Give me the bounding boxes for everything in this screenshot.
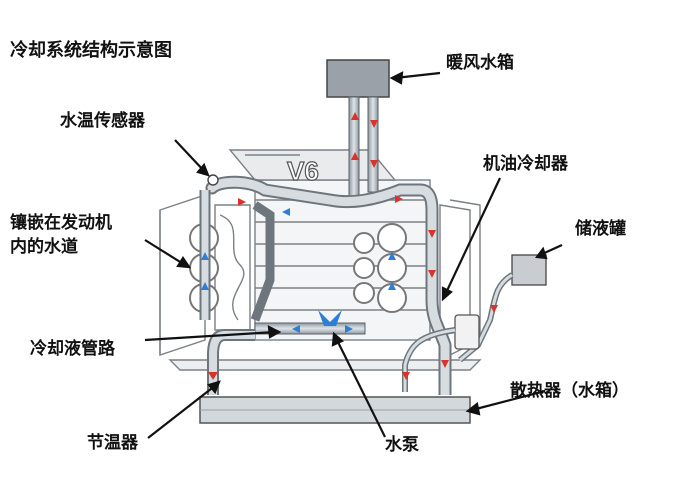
heater-pipe-left — [348, 96, 360, 208]
label-heater-core: 暖风水箱 — [446, 53, 514, 73]
oil-cooler-box — [454, 314, 480, 350]
label-block-passage-1: 镶嵌在发动机 — [10, 213, 112, 233]
label-reservoir: 储液罐 — [575, 219, 626, 239]
engine-badge-v6: V6 — [287, 156, 319, 186]
diagram-title: 冷却系统结构示意图 — [10, 40, 172, 61]
coolant-manifold — [254, 322, 366, 335]
cylinders-right — [353, 223, 407, 313]
water-pump — [318, 310, 342, 326]
flow-arrows-cool — [201, 208, 396, 333]
label-water-pump: 水泵 — [385, 435, 419, 455]
label-radiator: 散热器（水箱） — [510, 381, 629, 401]
reservoir-box — [511, 254, 547, 286]
leader-lines — [144, 71, 563, 439]
temp-sensor — [207, 174, 219, 186]
heater-pipe-right — [367, 96, 379, 193]
label-coolant-pipe: 冷却液管路 — [30, 339, 115, 359]
flow-arrows-hot — [208, 112, 498, 380]
label-block-passage-2: 内的水道 — [10, 237, 78, 257]
label-oil-cooler: 机油冷却器 — [483, 154, 568, 174]
heater-core-box — [326, 59, 390, 98]
label-temp-sensor: 水温传感器 — [60, 111, 145, 131]
label-thermostat: 节温器 — [87, 433, 138, 453]
crossover-pipe — [250, 201, 275, 322]
